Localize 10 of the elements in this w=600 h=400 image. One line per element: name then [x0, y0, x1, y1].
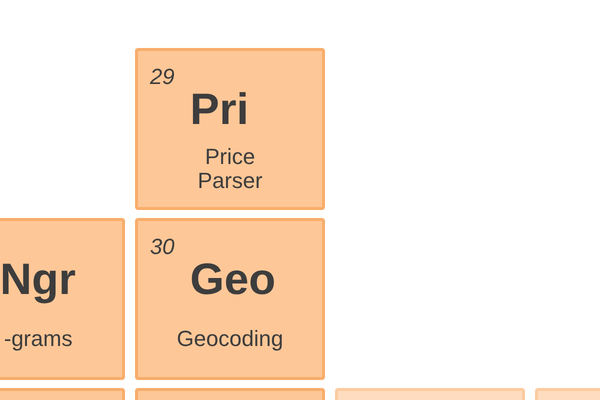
tile-name: -grams	[4, 327, 72, 351]
tile-number: 29	[150, 66, 174, 88]
tile-number: 30	[150, 236, 174, 258]
element-tile	[135, 48, 325, 210]
tile-name: Price Parser	[196, 145, 264, 193]
tile-name: Geocoding	[176, 327, 284, 351]
tile-symbol: Ngr	[0, 258, 76, 302]
element-tile	[135, 218, 325, 380]
tile-symbol: Geo	[190, 258, 276, 302]
tile-symbol: Pri	[190, 88, 249, 132]
